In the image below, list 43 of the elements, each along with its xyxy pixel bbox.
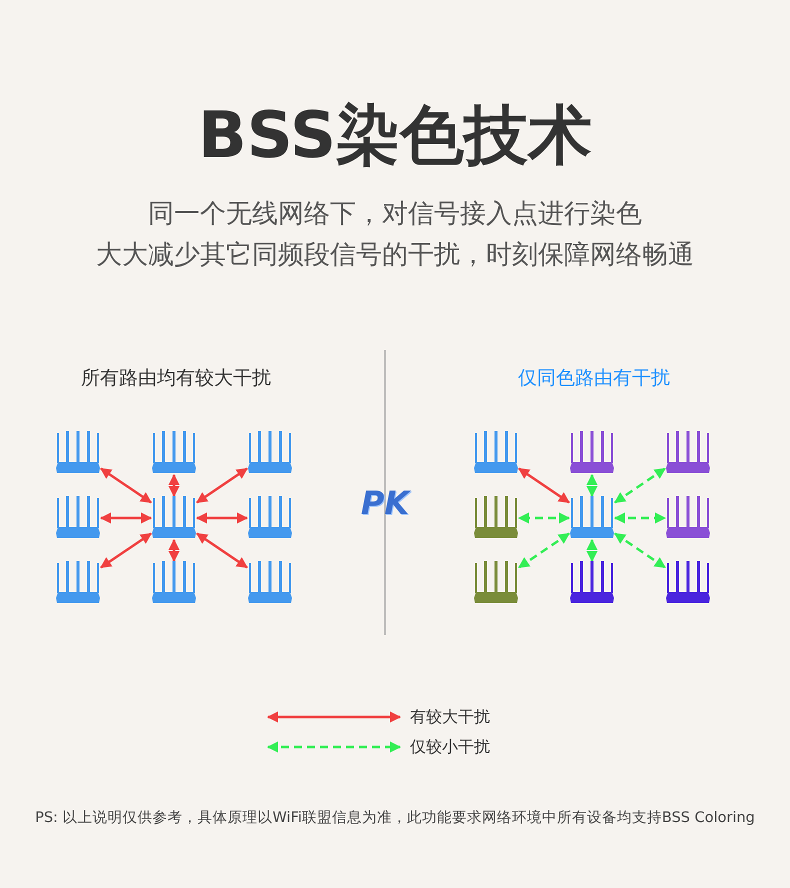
panel-title: 所有路由均有较大干扰 bbox=[80, 366, 272, 391]
arrow bbox=[196, 468, 248, 504]
router-icon bbox=[473, 431, 519, 475]
router-icon bbox=[247, 561, 293, 605]
router-icon bbox=[151, 561, 197, 605]
router-icon bbox=[665, 431, 711, 475]
title: BSS染色技术 bbox=[196, 98, 594, 175]
arrow bbox=[196, 512, 248, 524]
panel-title: 仅同色路由有干扰 bbox=[517, 366, 671, 391]
router-icon bbox=[55, 496, 101, 540]
arrow bbox=[518, 468, 570, 504]
arrow bbox=[614, 532, 666, 568]
caption: PS: 以上说明仅供参考，具体原理以WiFi联盟信息为准，此功能要求网络环境中所有设备均支持BSS Coloring bbox=[34, 808, 756, 827]
arrow bbox=[168, 474, 180, 498]
arrow bbox=[100, 532, 152, 568]
router-icon bbox=[473, 496, 519, 540]
router-icon bbox=[569, 496, 615, 540]
subtitle: 同一个无线网络下，对信号接入点进行染色 bbox=[147, 198, 643, 231]
arrow bbox=[614, 512, 666, 524]
router-icon bbox=[247, 431, 293, 475]
arrow bbox=[586, 474, 598, 498]
arrow bbox=[518, 532, 570, 568]
router-icon bbox=[569, 431, 615, 475]
router-icon bbox=[55, 431, 101, 475]
router-icon bbox=[151, 431, 197, 475]
router-icon bbox=[151, 496, 197, 540]
legend-label: 有较大干扰 bbox=[410, 707, 490, 728]
router-icon bbox=[665, 561, 711, 605]
arrow bbox=[196, 532, 248, 568]
arrow bbox=[614, 468, 666, 504]
arrow bbox=[100, 468, 152, 504]
subtitle: 大大减少其它同频段信号的干扰，时刻保障网络畅通 bbox=[95, 239, 695, 272]
router-icon bbox=[247, 496, 293, 540]
router-icon bbox=[55, 561, 101, 605]
arrow bbox=[168, 538, 180, 562]
arrow bbox=[518, 512, 570, 524]
arrow bbox=[100, 512, 152, 524]
router-icon bbox=[665, 496, 711, 540]
arrow bbox=[586, 538, 598, 562]
router-icon bbox=[473, 561, 519, 605]
router-icon bbox=[569, 561, 615, 605]
legend-label: 仅较小干扰 bbox=[410, 737, 490, 758]
pk-text: PK bbox=[360, 484, 412, 522]
